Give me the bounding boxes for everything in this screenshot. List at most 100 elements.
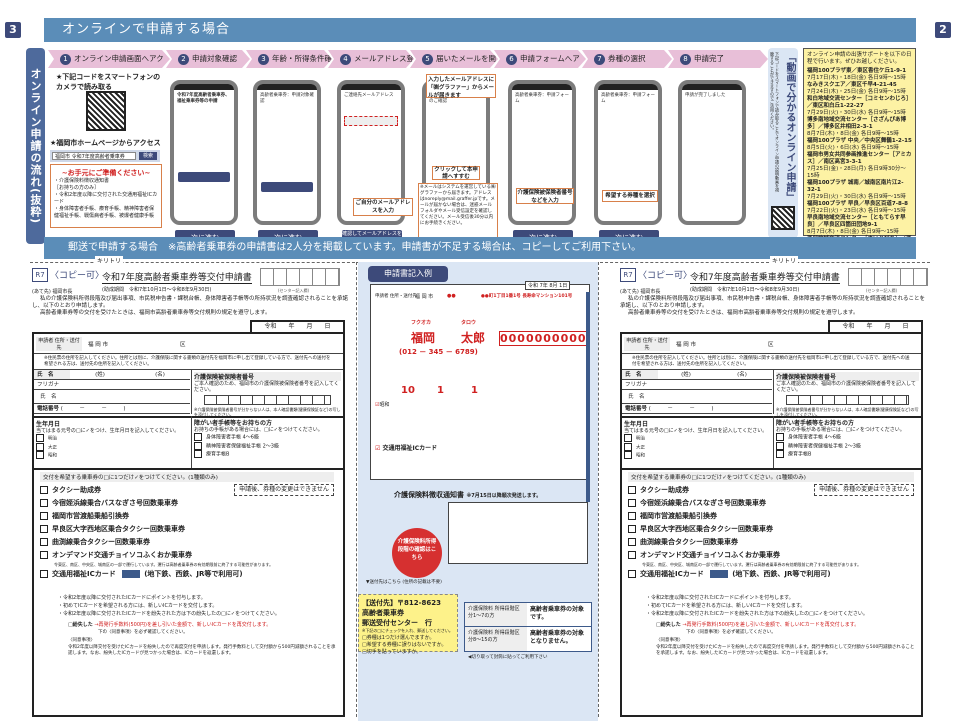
city-label: 福 岡 市 [88,342,108,348]
disability-checkbox[interactable] [194,450,202,458]
kaigo-check-circle: 介護保険料所得段階の確認はこちら [392,528,442,578]
ticket-option[interactable]: オンデマンド交通チョイソコふくおか乗車券 [628,549,861,562]
validity-period: (助成期間 令和7年10月1日～令和8年9月30日) [690,287,800,293]
prepare-item: ［お持ちの方のみ］ [54,185,100,191]
qr-code-video[interactable] [771,206,795,230]
ticket-option[interactable]: 福岡市営渡船乗船引換券 [628,510,861,523]
address-note: ※住民票の住所を記入してください。住所とは別に、介護保険に関する書類の送付先を福… [34,354,343,370]
disability-checkbox[interactable] [776,433,784,441]
date-field[interactable]: 令和 年 月 日 [250,320,345,332]
ticket-option[interactable]: タクシー助成券 [628,484,861,497]
application-form-left: R7 〈コピー可〉 令和7年度高齢者乗車券等交付申請書 (センター記入欄) (あ… [32,268,352,718]
ticket-option[interactable]: 交通用福祉ICカード (地下鉄、西鉄、JR等で利用可) [628,568,861,581]
phone-screen-2: 令和7年度高齢者乗車券、福祉乗車券等の申請 [170,80,238,225]
cut-note: ◀切り取って封筒に貼ってご利用下さい [468,655,548,660]
era-checkbox[interactable] [36,434,44,442]
disability-checkbox[interactable] [194,433,202,441]
search-button[interactable]: 検索 [139,152,157,160]
form-title: 令和7年度高齢者乗車券等交付申請書 [102,270,252,284]
consent-text-2: 高齢者乗車券等の交付を受けたときは、福岡市高齢者乗車券等交付規則の規定を遵守しま… [40,310,271,316]
copy-ok-label: 〈コピー可〉 [50,271,105,281]
callout-email-input: ご自分のメールアドレスを入力 [353,198,413,216]
form-badge: R7 [620,268,636,282]
page-number-left: 3 [5,22,21,38]
prepare-box: ~お手元にご準備ください~ ・介護保険料徴収通知書 ［お持ちの方のみ］ ・令和2… [50,164,162,228]
copy-ok-label: 〈コピー可〉 [638,271,693,281]
address-input[interactable] [198,335,338,351]
ticket-option[interactable]: 曲渕線乗合タクシー回数乗車券 [40,536,273,549]
video-panel: 「動画で分かるオンライン申請」 下記コードをスマートフォンで読み取ることでオンラ… [768,48,798,238]
ticket-option[interactable]: オンデマンド交通チョイソコふくおか乗車券 [40,549,273,562]
furigana-field[interactable]: フリガナ [34,380,190,390]
cut-line [30,262,360,263]
ticket-option[interactable]: タクシー助成券 [40,484,273,497]
form-title: 令和7年度高齢者乗車券等交付申請書 [690,270,840,284]
ticket-option[interactable]: 早良区大字西地区乗合タクシー回数乗車券 [40,523,273,536]
disability-checkbox[interactable] [194,441,202,450]
prepare-item: ・身体障害者手帳、療育手帳、精神障害者保健福祉手帳、戦傷病者手帳、被爆者健康手帳 [54,206,155,219]
application-form-right: R7 〈コピー可〉 令和7年度高齢者乗車券等交付申請書 (センター記入欄) (あ… [620,268,940,718]
example-name-mei: 太郎 [461,331,486,345]
era-checkbox[interactable] [36,451,44,459]
kaigo-number-input[interactable] [786,395,909,405]
ticket-instruction: 交付を希望する乗車券の□に1つだけ✓をつけてください。(1種類のみ) [40,472,334,482]
ticket-option[interactable]: 交通用福祉ICカード (地下鉄、西鉄、JR等で利用可) [40,568,273,581]
ticket-option[interactable]: 曲渕線乗合タクシー回数乗車券 [628,536,861,549]
ic-card-icon [710,570,729,578]
disability-checkbox[interactable] [776,450,784,458]
example-panel: 申請書記入例 令和 7年 8月 1日 申請者 住所・送付先 福 岡 市 ●● ●… [358,262,598,721]
ticket-option[interactable]: 今宿姪浜線乗合バスなぎさ号回数乗車券 [40,497,273,510]
qr-code-online[interactable] [86,91,126,131]
kaigo-number-input[interactable] [204,395,331,405]
ticket-option[interactable]: 今宿姪浜線乗合バスなぎさ号回数乗車券 [628,497,861,510]
ward-label: 区 [180,342,186,348]
form-body: 申請者 住所・送付先 福 岡 市 区 ※住民票の住所を記入してください。住所とは… [620,332,923,717]
name-block: 氏 名(姓)(名) フリガナ 氏 名 電話番号 ( － － ) [34,370,190,414]
address-to-label: ▼送付先はこちら (住所の記載は不要) [366,580,442,585]
lost-checkbox[interactable]: □紛失した [656,622,681,628]
ticket-option[interactable]: 福岡市営渡船乗船引換券 [40,510,273,523]
callout-email-note: ※メールはシステムを運営している㈱グラファーから届きます。アドレスはnorepl… [418,183,498,238]
furigana-field[interactable]: フリガナ [622,380,772,390]
cut-label: キリトリ [770,256,799,265]
online-section-header: オンラインで申請する場合 [44,18,916,42]
phone-screen-3: 高齢者乗車券：申請対象確認 [253,80,321,225]
date-field[interactable]: 令和 年 月 日 [828,320,923,332]
ticket-option[interactable]: 早良区大字西地区乗合タクシー回数乗車券 [628,523,861,536]
video-title: 「動画で分かるオンライン申請」 [784,52,795,202]
prepare-title: ~お手元にご準備ください~ [61,169,151,177]
phone-field[interactable]: 電話番号 ( － － ) [622,404,772,414]
name-field[interactable]: 氏 名 [34,390,190,404]
consent-text-2: 高齢者乗車券等の交付を受けたときは、福岡市高齢者乗車券等交付規則の規定を遵守しま… [628,310,859,316]
consent-text-1: 私の介護保険料所得段階及び届出事項、市民税申告書・課税台帳、身体障害者手帳等の所… [620,296,926,309]
era-checkbox[interactable] [624,451,632,459]
form-body: 申請者 住所・送付先 福 岡 市 区 ※住民票の住所を記入してください。住所とは… [32,332,345,717]
name-field[interactable]: 氏 名 [622,390,772,404]
birthdate-block: 生年月日 当てはまる元号の□に✓をつけ、生年月日を記入してください。 明治 大正… [36,421,180,459]
disability-checkbox[interactable] [776,441,784,450]
ticket-list: タクシー助成券 今宿姪浜線乗合バスなぎさ号回数乗車券 福岡市営渡船乗船引換券 早… [40,484,273,581]
step-5: 5届いたメールを開く [410,50,498,68]
search-input[interactable]: 福岡市 令和7年度高齢者乗車券 [52,152,136,160]
era-checkbox[interactable] [624,442,632,451]
lost-checkbox[interactable]: □紛失した [68,622,93,628]
center-use-boxes [260,268,340,286]
center-use-boxes [848,268,928,286]
homepage-access-label: ★福岡市ホームページからアクセス [50,139,161,147]
support-intro: オンライン申請の出張サポートを以下の日程で行います。ぜひお越しください。 [807,52,912,65]
phone-field[interactable]: 電話番号 ( － － ) [34,404,190,414]
era-checkbox[interactable] [624,434,632,442]
send-to-label: 【送付先】〒812-8623 高齢者乗車券 郵送受付センター 行 ※下記の□にチ… [358,594,458,655]
era-checkbox[interactable] [36,442,44,451]
eligibility-table: 介護保険料 所得段階区分1～7の方高齢者乗車券の対象です。 介護保険料 所得段階… [464,602,592,652]
